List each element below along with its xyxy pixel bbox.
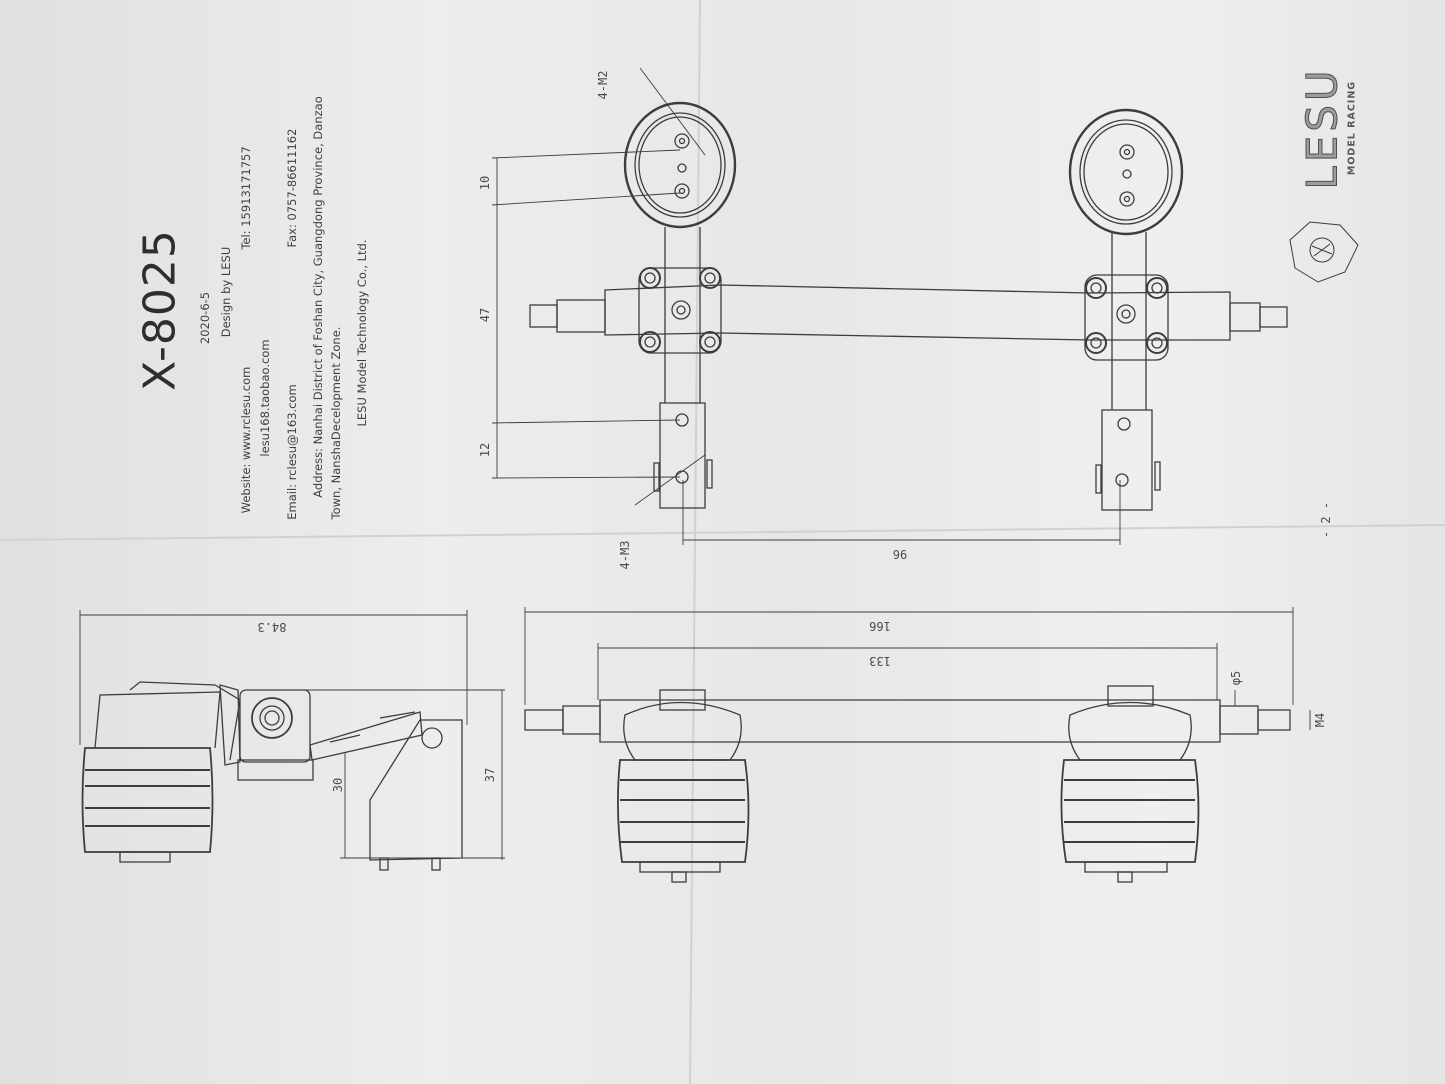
bolt-callout: 4-M3 [618, 540, 632, 570]
company-name: LESU Model Technology Co., Ltd. [355, 239, 369, 427]
side-view [79, 610, 505, 871]
logo-tagline: MODEL RACING [1346, 80, 1358, 176]
axle-tube [529, 284, 1288, 341]
dim-10: 10 [478, 175, 492, 191]
website-label-and-url: Website: www.rclesu.com [239, 367, 253, 514]
designer-credit: Design by LESU [219, 246, 233, 338]
left-arm [638, 227, 722, 509]
dim-96: 96 [892, 548, 908, 562]
dim-12: 12 [478, 442, 492, 458]
side-dimension-lines [79, 610, 505, 860]
front-view [524, 607, 1311, 883]
screw-callout: 4-M2 [596, 70, 610, 100]
dim-166: 166 [869, 619, 891, 633]
right-drum [1060, 685, 1200, 883]
top-dimension-lines [491, 67, 1121, 545]
address-line-1: Address: Nanhai District of Foshan City,… [311, 96, 325, 498]
right-wheel-disc [1068, 108, 1184, 236]
left-drum [617, 689, 750, 883]
website-label: Website: [239, 463, 253, 514]
right-arm [1084, 232, 1169, 511]
telephone: Tel: 15913171757 [239, 146, 253, 250]
dim-phi5: φ5 [1229, 670, 1243, 686]
left-wheel-disc [623, 101, 737, 229]
front-dimension-lines [524, 607, 1311, 730]
dim-133: 133 [869, 654, 891, 668]
drawing-date: 2020-6-5 [198, 291, 212, 345]
lion-logo-icon [1289, 221, 1359, 283]
dim-47: 47 [478, 307, 492, 323]
page-number: - 2 - [1319, 501, 1333, 539]
address-line-2: Town, NanshaDecelopment Zone. [329, 326, 343, 520]
dim-37: 37 [483, 767, 497, 783]
top-view [491, 67, 1288, 545]
website-url: www.rclesu.com [239, 366, 253, 461]
dim-84-3: 84.3 [257, 620, 287, 634]
fax: Fax: 0757-86611162 [285, 128, 299, 248]
lesu-logo: LESU [1297, 66, 1347, 190]
dim-m4: M4 [1313, 712, 1327, 728]
dim-30: 30 [331, 777, 345, 793]
model-number: X-8025 [134, 229, 186, 391]
taobao-url: lesu168.taobao.com [258, 339, 272, 457]
email: Email: rclesu@163.com [285, 384, 299, 520]
